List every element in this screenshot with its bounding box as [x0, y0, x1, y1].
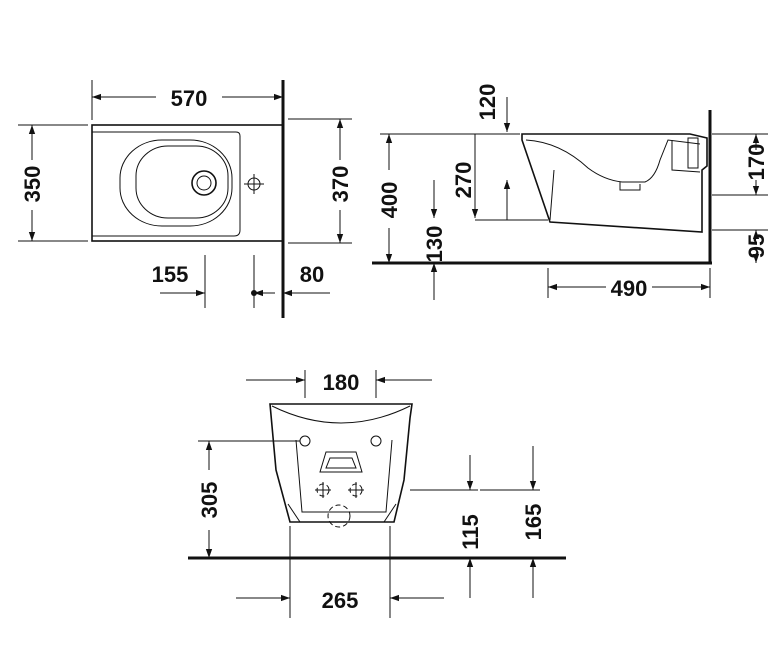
dim-570: 570 [171, 86, 208, 111]
top-inner-rim [92, 131, 241, 237]
dim-165: 165 [521, 504, 546, 541]
dim-265: 265 [322, 588, 359, 613]
dim-155: 155 [152, 262, 189, 287]
top-bidet-outline [91, 124, 284, 242]
front-view: 180 305 115 165 265 [188, 370, 566, 618]
side-view: 400 120 270 130 170 95 490 [372, 84, 769, 301]
dim-370: 370 [328, 166, 353, 203]
side-bidet-outline [521, 133, 708, 233]
top-view: 570 350 370 155 80 [18, 80, 353, 318]
dim-400: 400 [377, 182, 402, 219]
top-bowl-outer [119, 139, 233, 227]
top-outlet-inner [196, 175, 212, 191]
top-outlet-outer [191, 170, 217, 196]
dim-95: 95 [744, 234, 769, 258]
dim-80: 80 [300, 262, 324, 287]
front-bidet-outline [269, 403, 413, 523]
dim-270: 270 [451, 162, 476, 199]
dim-350: 350 [20, 166, 45, 203]
top-bowl-inner [135, 145, 229, 219]
dim-115: 115 [458, 514, 483, 550]
dim-130: 130 [422, 226, 447, 263]
dim-180: 180 [323, 370, 360, 395]
dim-170: 170 [744, 144, 769, 181]
dim-305: 305 [197, 482, 222, 519]
dim-120: 120 [475, 84, 500, 121]
dim-490: 490 [611, 276, 648, 301]
